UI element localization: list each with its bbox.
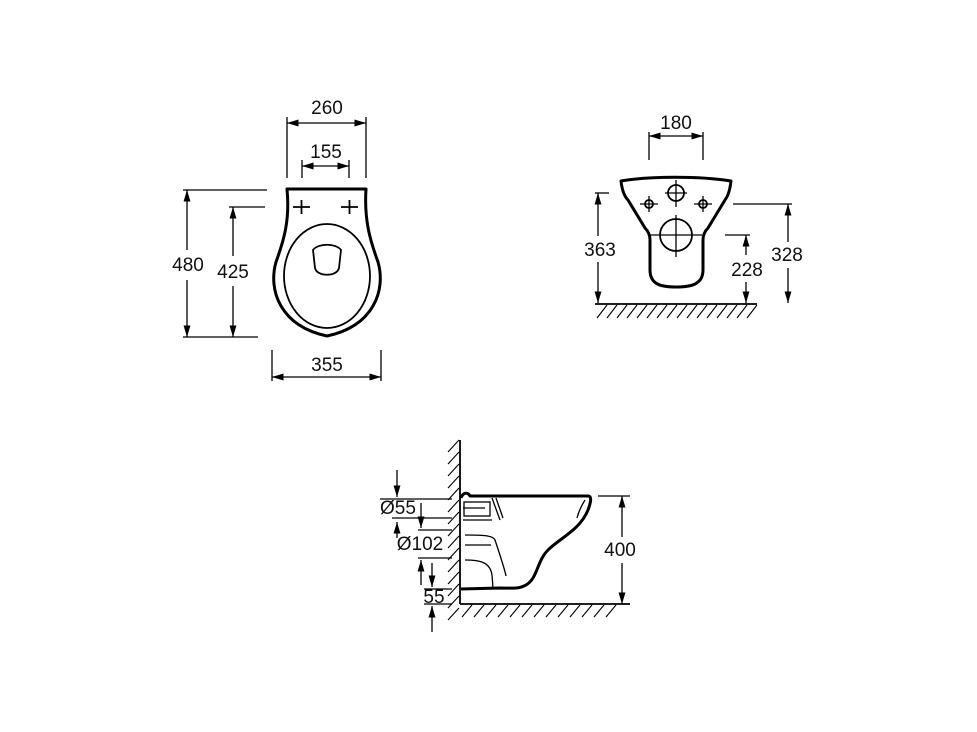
bolt-hole-left xyxy=(640,196,658,212)
back-outline xyxy=(619,175,733,289)
bowl-opening xyxy=(312,243,342,276)
dim-label: 400 xyxy=(604,540,636,561)
dim-label: 328 xyxy=(771,245,803,266)
dim-label: 480 xyxy=(172,255,204,276)
dim-rim-height: 400 xyxy=(598,495,636,604)
dim-label: 355 xyxy=(311,355,343,376)
dim-overall-length: 480 xyxy=(172,189,267,338)
dim-inlet-diameter: Ø55 xyxy=(380,470,452,538)
fixing-cross-left xyxy=(293,200,310,214)
dim-fixing-spacing: 155 xyxy=(301,142,350,178)
side-profile xyxy=(459,491,593,591)
outlet-hole xyxy=(650,215,702,257)
bowl-outline xyxy=(272,187,382,338)
floor-hatch xyxy=(595,303,758,319)
dim-label: 363 xyxy=(584,240,616,261)
inlet-pipe xyxy=(463,501,491,517)
rim-inner xyxy=(576,499,586,519)
side-view: Ø55 Ø102 55 400 xyxy=(380,439,636,632)
dim-outlet-height: 228 xyxy=(725,234,763,303)
dim-label: 180 xyxy=(660,113,692,134)
dim-top-fixing-height: 328 xyxy=(733,203,803,303)
dim-label: 260 xyxy=(311,98,343,119)
back-view: 180 363 228 328 xyxy=(584,113,803,319)
dim-bolt-spacing: 180 xyxy=(648,113,704,160)
seat-rim xyxy=(283,223,371,329)
dim-max-width: 355 xyxy=(271,350,382,381)
dim-label: 155 xyxy=(310,142,342,163)
dim-outlet-diameter: Ø102 xyxy=(397,503,452,585)
inlet-hole xyxy=(665,180,687,207)
dim-fixing-to-front: 425 xyxy=(217,206,265,337)
dim-label: Ø102 xyxy=(397,534,443,555)
dim-label: Ø55 xyxy=(380,498,416,519)
dim-label: 228 xyxy=(731,260,763,281)
inner-channel xyxy=(463,497,507,589)
top-view: 260 155 480 425 355 xyxy=(172,98,382,381)
fixing-cross-right xyxy=(341,200,358,214)
wall-hatch xyxy=(447,439,461,621)
dim-top-width: 260 xyxy=(286,98,367,178)
dim-bottom-offset: 55 xyxy=(423,563,452,632)
dim-label: 55 xyxy=(423,587,444,608)
dim-height-total: 363 xyxy=(584,192,616,303)
floor-hatch-side xyxy=(460,603,630,618)
dim-label: 425 xyxy=(217,262,249,283)
bolt-hole-right xyxy=(694,196,712,212)
